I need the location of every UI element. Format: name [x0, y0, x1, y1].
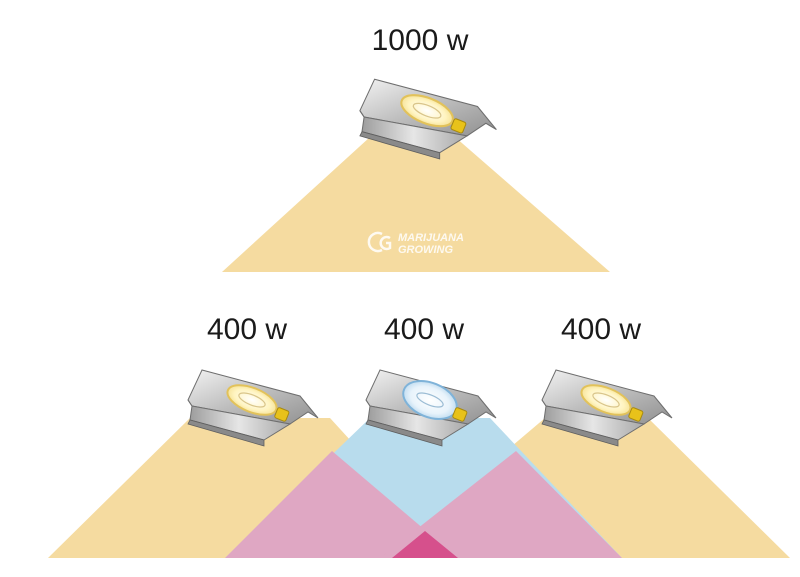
lamp-left-400w [187, 369, 319, 447]
wattage-label-middle-400w: 400 w [383, 313, 465, 346]
watermark-line1: MARIJUANA [398, 232, 464, 244]
overlap-left-middle [225, 451, 458, 558]
bulb-socket [628, 407, 644, 422]
lamp-1000w [359, 78, 497, 160]
bulb-socket [274, 407, 290, 422]
hps-bulb-icon [580, 384, 632, 416]
overlap-center-triple [392, 531, 458, 558]
lamp-middle-400w [365, 369, 497, 447]
watermark-logo: MARIJUANA GROWING [367, 231, 464, 256]
bulb-socket [452, 407, 468, 422]
wattage-label-right-400w: 400 w [560, 313, 642, 346]
wattage-label-left-400w: 400 w [206, 313, 288, 346]
overlap-middle-right [380, 451, 622, 558]
bulb-socket [450, 118, 467, 134]
lamp-right-400w [541, 369, 673, 447]
watermark-line2: GROWING [398, 244, 453, 256]
wattage-label-1000w: 1000 w [371, 24, 469, 57]
light-cone-1000w [222, 137, 610, 272]
watermark-cg-icon [367, 231, 383, 253]
hps-bulb-icon [400, 94, 454, 128]
hps-bulb-icon [226, 384, 278, 416]
